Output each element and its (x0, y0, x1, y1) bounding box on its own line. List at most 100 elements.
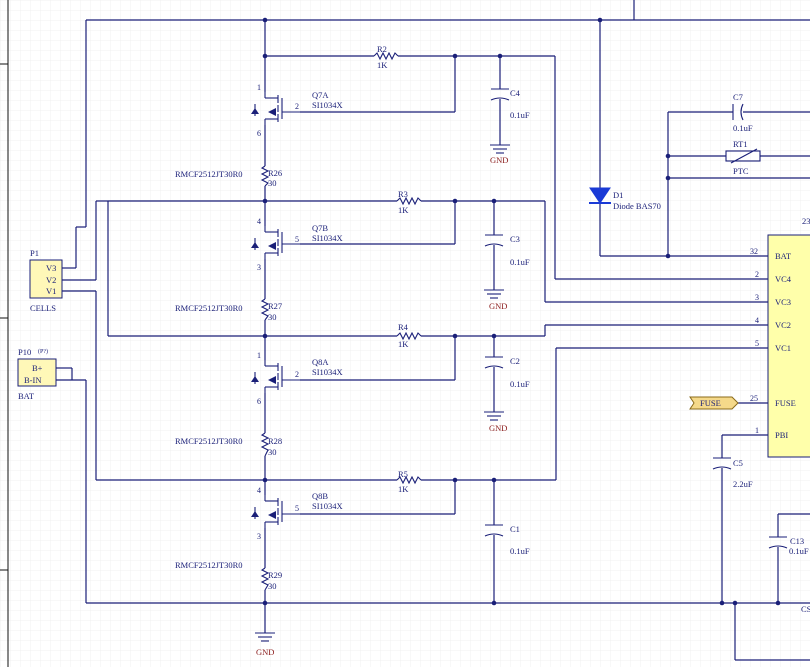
schematic-label: PTC (733, 166, 749, 176)
q8a-part: SI1034X (312, 367, 343, 377)
resistor-r29: R29 30 RMCF2512JT30R0 (175, 560, 282, 591)
pin-gate: 5 (295, 504, 299, 513)
pin-top: 1 (257, 351, 261, 360)
mosfet-q8a: 1 2 6 (251, 351, 300, 406)
schematic-label: R5 (398, 469, 408, 479)
mosfet-q7a: 1 2 6 (251, 83, 300, 138)
resistor-r2: R2 1K (373, 44, 399, 70)
capacitor-c2: C2 0.1uF (484, 356, 530, 389)
schematic-label: 30 (268, 312, 277, 322)
schematic-label: V3 (46, 263, 56, 273)
schematic-label: R27 (268, 301, 282, 311)
schematic-label: R28 (268, 436, 282, 446)
ic-body: 23 BAT VC4 VC3 VC2 VC1 FUSE PBI 32 2 3 4… (750, 216, 810, 458)
resistor-r3: R3 1K (396, 189, 422, 215)
schematic-label: D1 (613, 190, 623, 200)
capacitor-c4: C4 0.1uF (490, 88, 530, 120)
mosfet-q8b: 4 5 3 (251, 486, 300, 541)
schematic-label: P1 (30, 248, 39, 258)
schematic-label: GND (256, 647, 274, 657)
schematic-label: R29 (268, 570, 282, 580)
schematic-label: 30 (268, 581, 277, 591)
schematic-label: RMCF2512JT30R0 (175, 436, 243, 446)
schematic-label: C3 (510, 234, 520, 244)
schematic-label: R3 (398, 189, 408, 199)
pin-bottom: 6 (257, 129, 261, 138)
schematic-label: VC3 (775, 297, 791, 307)
thermistor-rt1: RT1 PTC (725, 139, 761, 176)
schematic-label: 25 (750, 394, 758, 403)
schematic-label: 0.1uF (510, 110, 530, 120)
schematic-label: 2.2uF (733, 479, 753, 489)
schematic-label: GND (490, 155, 508, 165)
ground-symbol-c4: GND (490, 144, 510, 165)
schematic-label: B+ (32, 363, 43, 373)
resistor-r5: R5 1K (396, 469, 422, 494)
schematic-label: VC1 (775, 343, 791, 353)
schematic-label: 0.1uF (510, 257, 530, 267)
schematic-label: 1K (398, 484, 409, 494)
connector-p10: P10 (P?) B+ B-IN BAT (17, 347, 57, 401)
connector-p1: P1 V3 V2 V1 CELLS (29, 248, 63, 313)
mosfet-q7b: 4 5 3 (251, 217, 300, 272)
resistor-r26: R26 30 RMCF2512JT30R0 (175, 165, 282, 188)
wires (56, 0, 810, 661)
q7b-ref: Q7B (312, 223, 328, 233)
capacitor-c1: C1 0.1uF (484, 524, 530, 556)
schematic-label: 23 (802, 216, 810, 226)
schematic-label: 5 (755, 339, 759, 348)
schematic-label: 32 (750, 247, 758, 256)
resistor-r4: R4 1K (396, 322, 422, 349)
q7a-ref: Q7A (312, 90, 329, 100)
pin-bottom: 3 (257, 532, 261, 541)
capacitor-c3: C3 0.1uF (484, 234, 530, 267)
schematic-label: C13 (790, 536, 804, 546)
q7b-part: SI1034X (312, 233, 343, 243)
schematic-label: CELLS (30, 303, 56, 313)
schematic-label: RMCF2512JT30R0 (175, 560, 243, 570)
pin-top: 4 (257, 486, 261, 495)
schematic-label: C5 (733, 458, 743, 468)
ground-symbol-c3: GND (484, 289, 507, 311)
capacitor-c13: C13 0.1uF (768, 536, 809, 556)
schematic-label: GND (489, 301, 507, 311)
cs-net-label: CS (801, 604, 810, 614)
q8b-part: SI1034X (312, 501, 343, 511)
schematic-label: FUSE (700, 398, 721, 408)
pin-gate: 2 (295, 102, 299, 111)
resistor-r28: R28 30 RMCF2512JT30R0 (175, 432, 282, 457)
schematic-label: GND (489, 423, 507, 433)
schematic-label: C1 (510, 524, 520, 534)
schematic-label: P10 (18, 347, 31, 357)
schematic-label: 30 (268, 447, 277, 457)
schematic-label: R4 (398, 322, 409, 332)
schematic-label: FUSE (775, 398, 796, 408)
q8a-ref: Q8A (312, 357, 329, 367)
schematic-label: 1K (398, 205, 409, 215)
schematic-label: 0.1uF (733, 123, 753, 133)
pin-top: 1 (257, 83, 261, 92)
schematic-label: V1 (46, 286, 56, 296)
sheet-border (0, 0, 9, 667)
schematic-label: B-IN (24, 375, 41, 385)
schematic-label: 1K (377, 60, 388, 70)
schematic-label: BAT (18, 391, 35, 401)
pin-top: 4 (257, 217, 261, 226)
schematic-label: RMCF2512JT30R0 (175, 303, 243, 313)
pin-bottom: 3 (257, 263, 261, 272)
schematic-label: VC2 (775, 320, 791, 330)
schematic-label: 0.1uF (789, 546, 809, 556)
schematic-label: BAT (775, 251, 792, 261)
schematic-label: C4 (510, 88, 521, 98)
schematic-label: R26 (268, 168, 282, 178)
schematic-label: 3 (755, 293, 759, 302)
schematic-label: Diode BAS70 (613, 201, 661, 211)
schematic-label: 4 (755, 316, 759, 325)
pin-gate: 5 (295, 235, 299, 244)
diode-d1: D1 Diode BAS70 (589, 187, 661, 211)
schematic-label: 2 (755, 270, 759, 279)
q7a-part: SI1034X (312, 100, 343, 110)
schematic-label: 0.1uF (510, 546, 530, 556)
